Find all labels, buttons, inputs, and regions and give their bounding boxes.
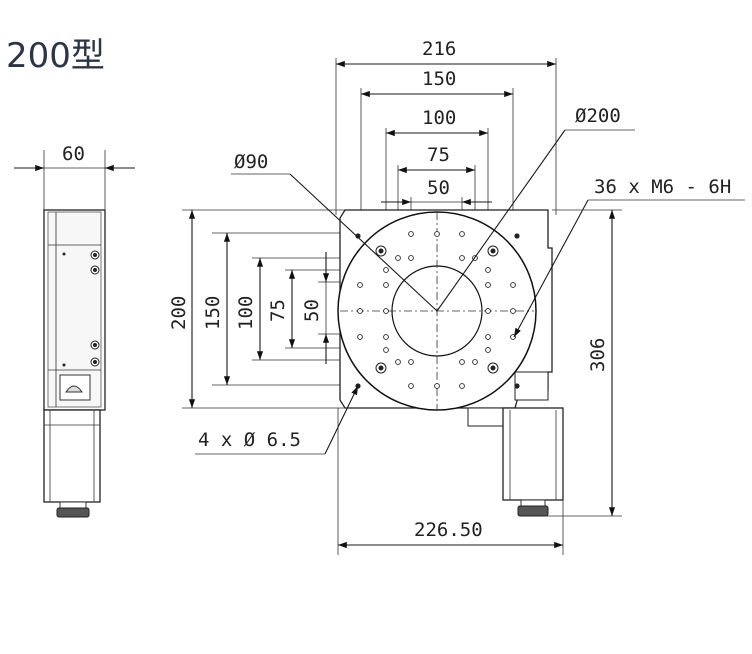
dim-226-label: 226.50 bbox=[414, 519, 483, 541]
page-title: 200型 bbox=[6, 36, 105, 76]
dim-100-height-label: 100 bbox=[235, 296, 257, 330]
dim-60-label: 60 bbox=[62, 143, 85, 165]
dim-216-label: 216 bbox=[422, 38, 456, 60]
holes-spec-label: 4 x Ø 6.5 bbox=[198, 429, 301, 451]
dim-75-width-label: 75 bbox=[427, 144, 450, 166]
dim-50-height-label: 50 bbox=[301, 299, 323, 322]
dim-100-width-label: 100 bbox=[422, 107, 456, 129]
dim-150-height-label: 150 bbox=[202, 296, 224, 330]
dim-50-width-label: 50 bbox=[427, 177, 450, 199]
dim-306-label: 306 bbox=[587, 338, 609, 372]
dim-200-height-label: 200 bbox=[168, 296, 190, 330]
dim-75-height-label: 75 bbox=[267, 299, 289, 322]
dim-150-width-label: 150 bbox=[422, 68, 456, 90]
dia-90-label: Ø90 bbox=[234, 151, 268, 173]
top-view: 216 150 100 75 50 200 150 100 75 50 bbox=[168, 38, 745, 555]
side-view: 60 bbox=[14, 143, 135, 518]
thread-spec-label: 36 x M6 - 6H bbox=[594, 176, 731, 198]
dia-200-label: Ø200 bbox=[575, 105, 621, 127]
